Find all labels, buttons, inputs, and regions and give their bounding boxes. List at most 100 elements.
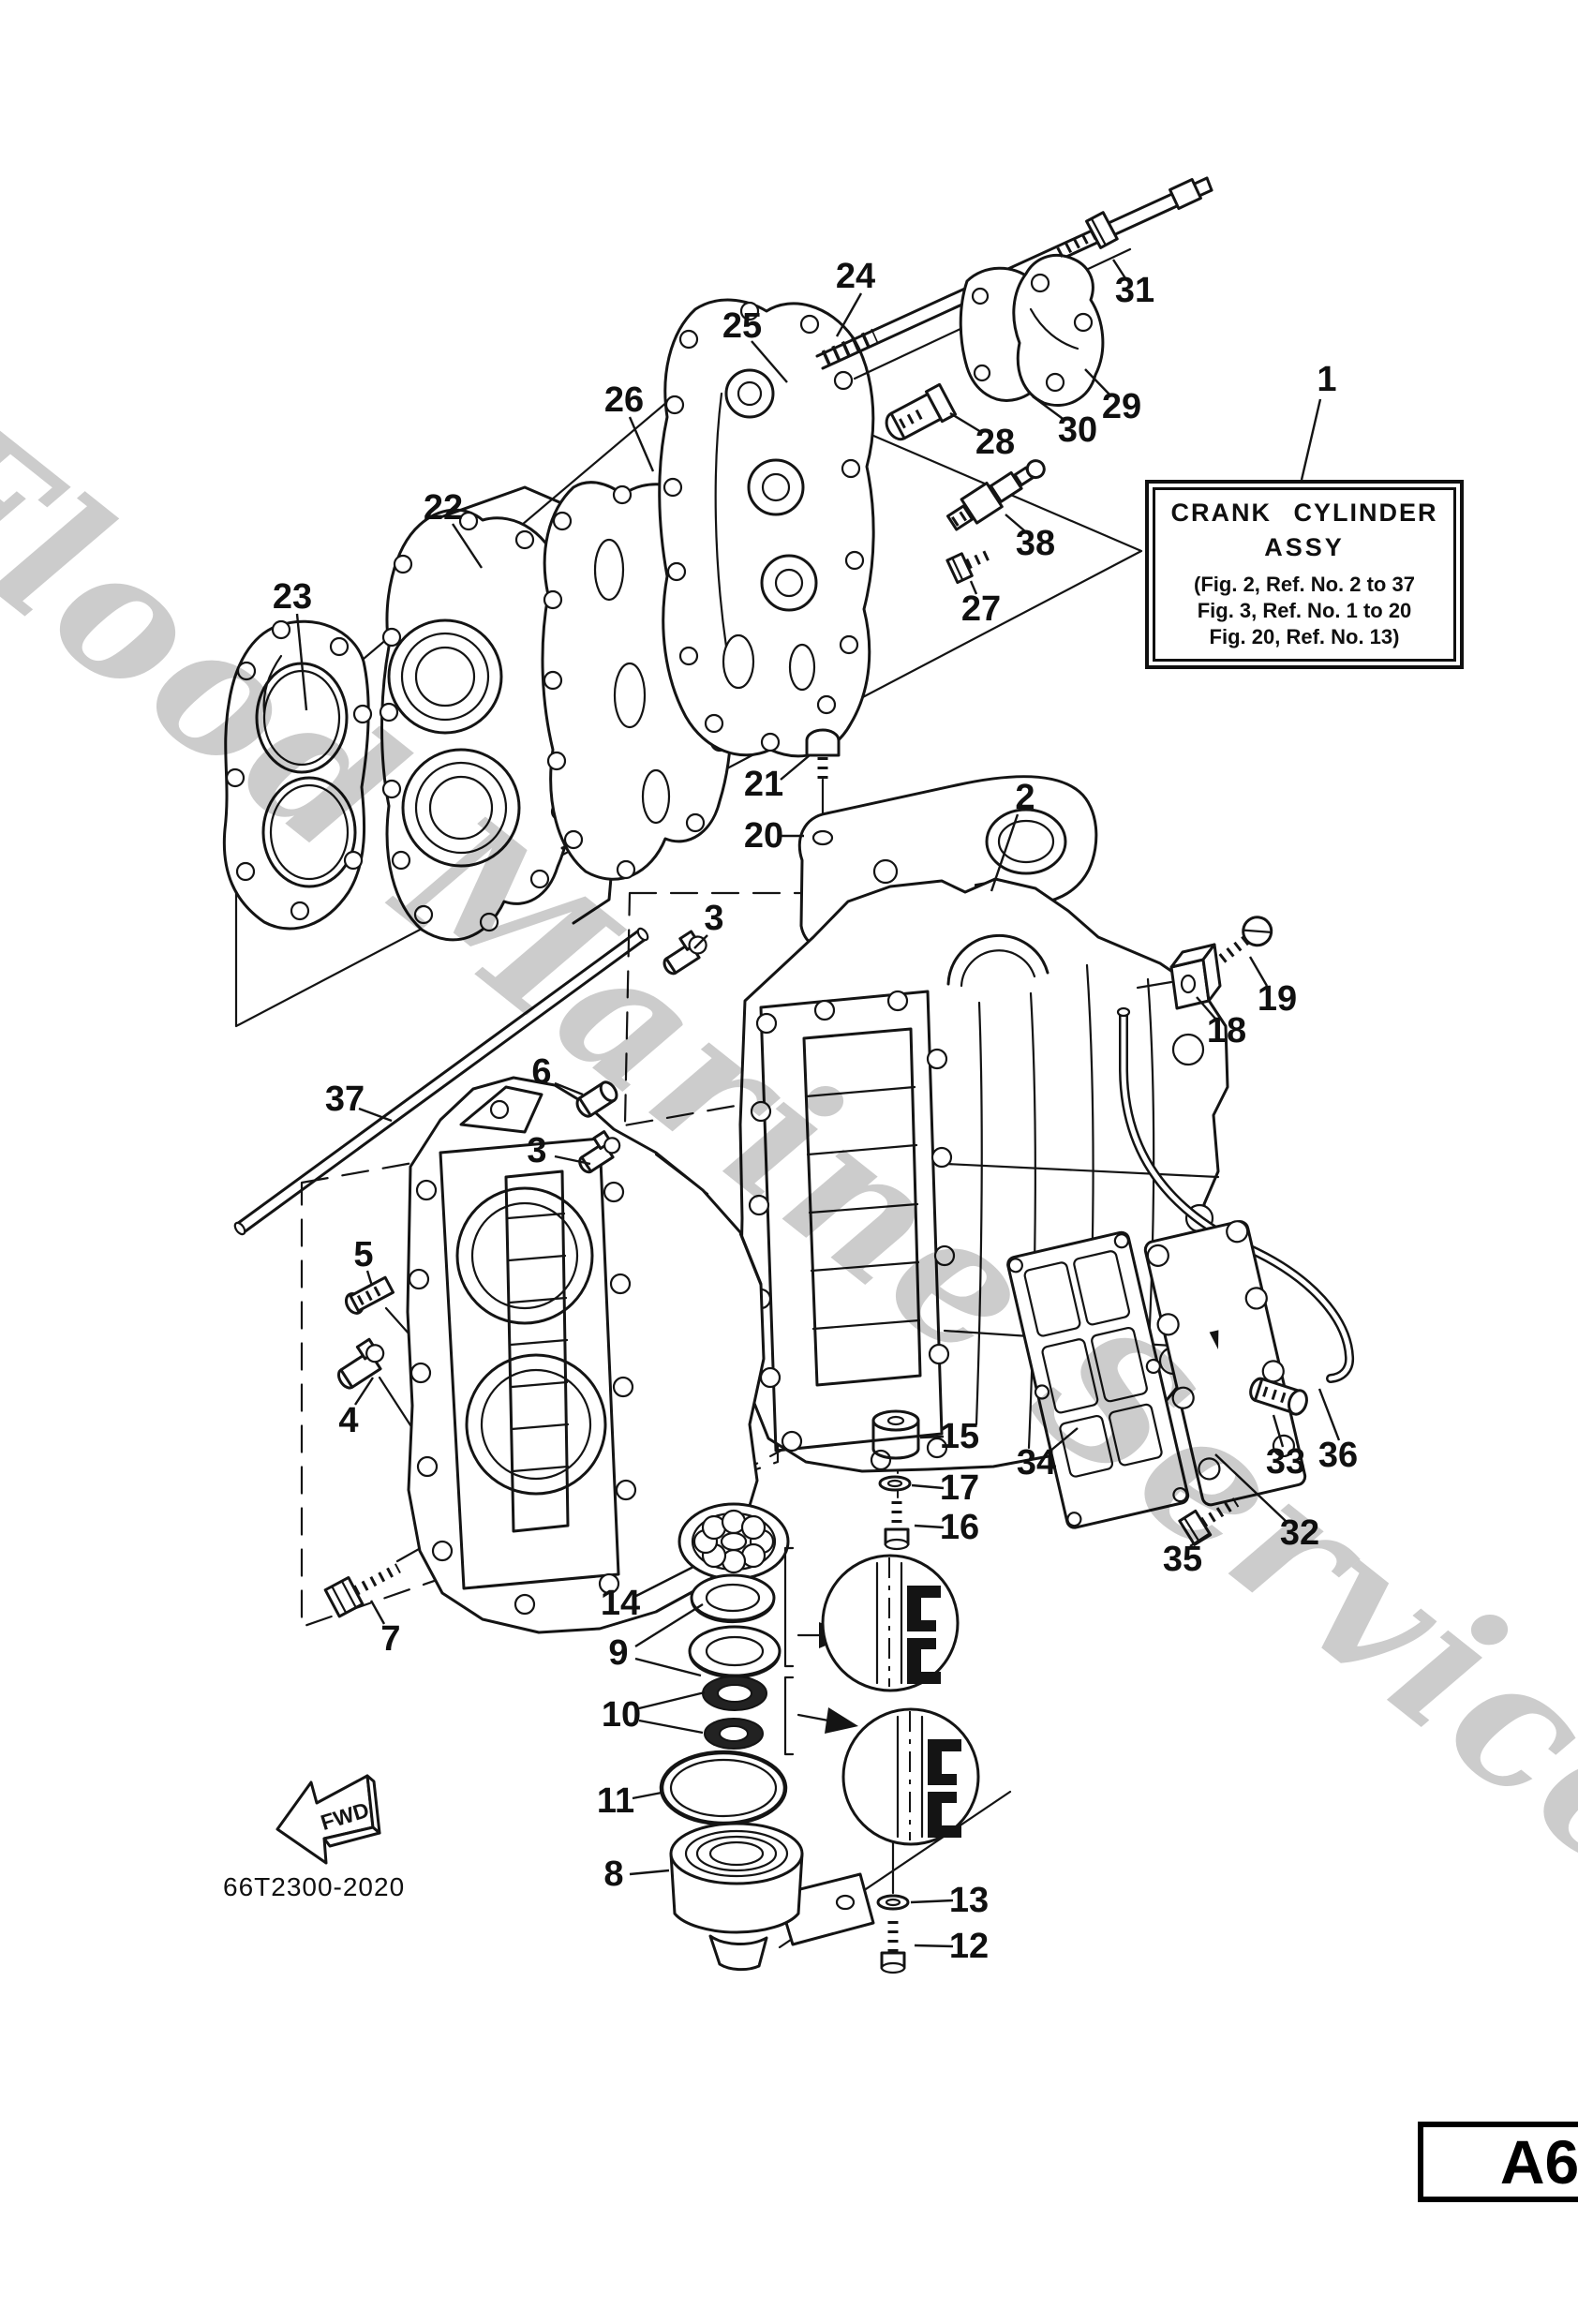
leader-line-38 [1005, 514, 1026, 532]
part-label-3: 3 [704, 899, 723, 938]
part-tube-37 [233, 927, 649, 1236]
part-label-29: 29 [1102, 387, 1141, 426]
leader-line-23 [295, 613, 308, 711]
part-label-7: 7 [380, 1619, 400, 1659]
leader-line-24 [835, 292, 863, 337]
part-bolt-12 [880, 1921, 906, 1974]
leader-line-22 [451, 523, 484, 569]
leader-line-11 [632, 1791, 662, 1800]
leader-line-17 [911, 1483, 945, 1490]
leader-line-14 [635, 1565, 694, 1598]
part-block-18 [1136, 943, 1222, 1010]
part-bolt-35 [1178, 1497, 1240, 1546]
part-fitting-33 [1249, 1377, 1308, 1416]
leader-line-13 [910, 1899, 954, 1904]
part-label-35: 35 [1163, 1540, 1202, 1579]
leader-line-3 [693, 934, 708, 949]
leader-line-10 [638, 1719, 704, 1735]
leader-line-32 [1214, 1453, 1288, 1523]
part-label-5: 5 [353, 1235, 373, 1274]
part-label-28: 28 [975, 423, 1015, 462]
leader-line-25 [751, 340, 788, 383]
part-label-21: 21 [744, 765, 783, 804]
part-bolt-5 [344, 1275, 395, 1315]
part-bracket [1012, 253, 1105, 407]
leader-line-34 [1049, 1427, 1079, 1452]
part-label-33: 33 [1266, 1442, 1305, 1482]
part-label-22: 22 [424, 488, 463, 528]
part-label-1: 1 [1317, 360, 1336, 399]
leader-line-30 [1032, 395, 1066, 422]
part-label-34: 34 [1017, 1443, 1056, 1482]
part-oring-11 [659, 1750, 788, 1826]
leader-line-29 [1084, 368, 1112, 397]
assembly-subtitle: ASSY [1264, 533, 1345, 561]
part-label-4: 4 [338, 1401, 358, 1440]
part-bolt-27 [945, 547, 996, 585]
leader-line-6 [554, 1081, 584, 1096]
leader-line-18 [1196, 996, 1216, 1020]
part-label-9: 9 [608, 1633, 628, 1673]
leader-line-10 [638, 1691, 706, 1710]
part-label-14: 14 [601, 1584, 640, 1623]
part-fitting-4 [336, 1337, 385, 1390]
part-label-12: 12 [949, 1927, 989, 1966]
assembly-ref-1: (Fig. 2, Ref. No. 2 to 37 [1194, 573, 1415, 596]
assembly-ref-2: Fig. 3, Ref. No. 1 to 20 [1197, 599, 1412, 622]
leader-line-9 [634, 1602, 704, 1648]
part-label-23: 23 [273, 577, 312, 617]
leader-line-5 [365, 1270, 374, 1287]
part-label-37: 37 [325, 1080, 365, 1119]
leader-line-16 [914, 1524, 945, 1529]
leader-line-36 [1317, 1388, 1341, 1441]
part-mount-15 [871, 1409, 920, 1460]
leader-line-15 [919, 1435, 945, 1439]
part-bolt-31 [1056, 211, 1119, 258]
leader-line-3 [554, 1155, 591, 1166]
part-label-17: 17 [940, 1468, 979, 1508]
part-label-27: 27 [961, 589, 1001, 629]
seal-detail-inset-upper [783, 1546, 960, 1692]
drawing-number: 66T2300-2020 [223, 1872, 406, 1901]
part-label-30: 30 [1058, 410, 1097, 450]
assembly-callout-box: CRANK CYLINDER ASSY (Fig. 2, Ref. No. 2 … [1145, 480, 1464, 669]
part-label-8: 8 [603, 1855, 623, 1894]
part-pump-rotor-14 [677, 1502, 790, 1581]
leader-line-37 [358, 1107, 393, 1123]
leader-line-26 [628, 416, 655, 472]
part-bearings-9 [688, 1573, 782, 1679]
part-label-6: 6 [531, 1052, 551, 1092]
part-label-11: 11 [597, 1781, 634, 1821]
leader-line-7 [369, 1600, 386, 1625]
part-label-38: 38 [1016, 524, 1055, 563]
part-label-10: 10 [602, 1695, 641, 1735]
part-washer-13 [876, 1894, 910, 1911]
leader-line-35 [1189, 1532, 1210, 1548]
assembly-title: CRANK CYLINDER [1170, 499, 1438, 527]
part-label-2: 2 [1015, 778, 1035, 817]
leader-line-27 [969, 580, 978, 595]
part-labels: 1233456789101112131415161718192021222324… [273, 257, 1358, 1966]
part-plug-6 [575, 1080, 618, 1118]
leader-line-28 [949, 411, 982, 434]
dashed-box-crankcase [300, 1096, 780, 1629]
leader-line-33 [1272, 1414, 1285, 1448]
seal-detail-inset-lower [783, 1676, 980, 1846]
leader-line-31 [1111, 259, 1127, 279]
part-washer-17 [878, 1475, 912, 1492]
fwd-arrow: FWD [275, 1774, 381, 1865]
leader-line-19 [1248, 956, 1269, 987]
part-cylinder-head-cover [658, 298, 875, 758]
leader-line-1 [1300, 398, 1322, 481]
leader-line-9 [634, 1657, 702, 1677]
part-cylinder-head-gasket [222, 619, 373, 931]
part-bolt-21 [805, 728, 841, 782]
part-label-25: 25 [722, 306, 762, 346]
part-fitting-3a [662, 930, 707, 976]
part-sensor-38 [945, 459, 1046, 531]
part-label-19: 19 [1258, 979, 1297, 1019]
part-label-13: 13 [949, 1881, 989, 1920]
part-bolt-16 [884, 1501, 910, 1551]
